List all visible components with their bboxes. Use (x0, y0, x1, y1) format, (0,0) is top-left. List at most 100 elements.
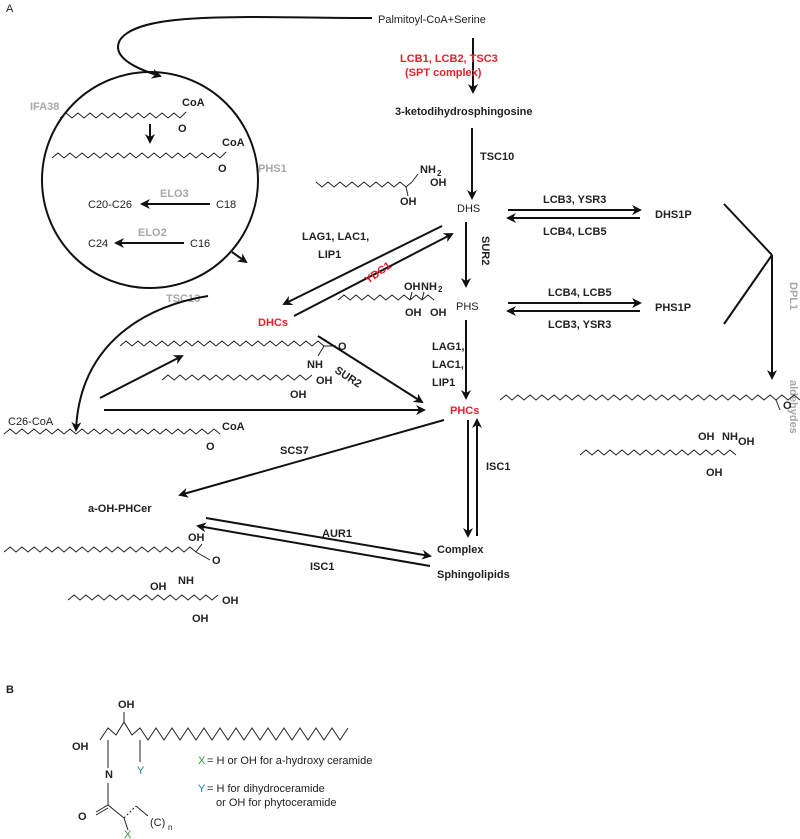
legend: X = H or OH for a-hydroxy ceramide Y = H… (198, 755, 372, 809)
spt-enzymes: LCB1, LCB2, TSC3 (400, 53, 498, 65)
svg-text:2: 2 (438, 285, 443, 294)
aoh-phcer-node: a-OH-PHCer (88, 503, 152, 515)
svg-text:NH: NH (420, 164, 436, 176)
lag1-label-b: LAG1, (432, 341, 464, 353)
tsc13-enzyme: TSC13 (166, 293, 200, 305)
phs1-enzyme: PHS1 (258, 163, 287, 175)
isc1-enzyme-vertical: ISC1 (486, 461, 510, 473)
sur2-enzyme-bottom: SUR2 (332, 364, 363, 390)
aur1-enzyme: AUR1 (322, 528, 352, 540)
lcb3-ysr3-bottom: LCB3, YSR3 (548, 319, 611, 331)
panel-b-label: B (6, 684, 14, 696)
aoh-phcer-structure: OH O NH OH OH OH (3, 532, 239, 625)
svg-text:OH: OH (192, 613, 209, 625)
lip1-label: LIP1 (318, 249, 341, 261)
svg-text:OH: OH (400, 196, 417, 208)
sur2-arrow-dhcs-phcs (317, 335, 424, 404)
svg-text:NH: NH (421, 281, 437, 293)
c20-c26-label: C20-C26 (88, 199, 132, 211)
svg-text:OH: OH (738, 436, 755, 448)
lac1-label-b: LAC1, (432, 359, 464, 371)
dpl1-enzyme: DPL1 (787, 282, 799, 310)
c16-label: C16 (190, 238, 210, 250)
legend-y-key: Y (198, 783, 206, 795)
svg-text:OH: OH (118, 699, 135, 711)
svg-text:OH: OH (290, 389, 307, 401)
panel-a-label: A (6, 3, 14, 15)
svg-text:O: O (178, 123, 187, 135)
lag1-arrow-dhs-dhcs (282, 225, 443, 305)
elo3-enzyme: ELO3 (160, 188, 189, 200)
c26-to-dhcs-arrow (99, 355, 184, 399)
elo2-enzyme: ELO2 (138, 227, 167, 239)
aldehydes-node: aldehydes (787, 380, 799, 434)
svg-text:OH: OH (72, 741, 89, 753)
dpl1-branch (723, 203, 777, 380)
legend-y-text2: or OH for phytoceramide (216, 797, 336, 809)
phs-node: PHS (456, 301, 479, 313)
svg-text:CoA: CoA (222, 137, 245, 149)
elongation-cycle (41, 16, 373, 289)
c24-label: C24 (88, 238, 108, 250)
svg-text:NH: NH (307, 359, 323, 371)
dhs1p-node: DHS1P (655, 209, 692, 221)
svg-text:n: n (168, 823, 172, 832)
svg-text:O: O (218, 163, 227, 175)
svg-text:(C): (C) (150, 817, 165, 829)
legend-x-text: = H or OH for a-hydroxy ceramide (207, 755, 372, 767)
dhs-node: DHS (457, 203, 480, 215)
svg-text:O: O (78, 811, 87, 823)
ydc1-arrow-dhcs-dhs (293, 233, 454, 317)
svg-text:OH: OH (698, 431, 715, 443)
phcs-node: PHCs (450, 405, 479, 417)
svg-text:OH: OH (706, 467, 723, 479)
tsc13-arrow (71, 295, 209, 432)
svg-text:O: O (783, 400, 792, 412)
svg-text:OH: OH (430, 307, 447, 319)
dhcs-structure: O NH OH OH (119, 340, 347, 401)
svg-text:Y: Y (137, 765, 145, 777)
svg-text:2: 2 (437, 169, 442, 178)
svg-text:OH: OH (150, 581, 167, 593)
phcs-structure: O OH NH OH OH (499, 394, 800, 479)
c18-label: C18 (216, 199, 236, 211)
svg-text:O: O (212, 555, 221, 567)
aur1-arrow (205, 517, 432, 560)
ifa38-enzyme: IFA38 (30, 101, 59, 113)
lcb4-lcb5-bottom: LCB4, LCB5 (548, 287, 612, 299)
legend-x-key: X (198, 755, 206, 767)
svg-text:OH: OH (404, 281, 421, 293)
svg-text:OH: OH (316, 375, 333, 387)
svg-text:NH: NH (178, 575, 194, 587)
sphingolipids-node: Sphingolipids (437, 569, 510, 581)
svg-text:OH: OH (405, 307, 422, 319)
tsc10-enzyme: TSC10 (480, 151, 514, 163)
ceramide-structure: OH OH Y N O X (C) n (72, 699, 349, 839)
c26-coa-structure: CoA O (3, 421, 245, 453)
dhcs-node: DHCs (258, 317, 288, 329)
phs-structure: OH NH 2 OH OH (337, 281, 447, 319)
isc1-enzyme-horizontal: ISC1 (310, 561, 334, 573)
complex-node: Complex (437, 544, 484, 556)
svg-text:CoA: CoA (182, 97, 205, 109)
isc1-arrow-horizontal (196, 522, 431, 567)
svg-text:O: O (338, 341, 347, 353)
lcb3-ysr3-top: LCB3, YSR3 (543, 194, 606, 206)
spt-complex-label: (SPT complex) (405, 67, 482, 79)
dhs-structure: NH 2 OH OH (315, 164, 447, 208)
svg-text:NH: NH (722, 431, 738, 443)
palmitoyl-coa-serine: Palmitoyl-CoA+Serine (378, 14, 486, 26)
scs7-arrow (178, 419, 445, 498)
svg-text:N: N (105, 769, 113, 781)
svg-text:O: O (206, 441, 215, 453)
svg-text:OH: OH (188, 532, 205, 544)
c26-coa-node: C26-CoA (8, 416, 54, 428)
sur2-enzyme-top: SUR2 (479, 236, 491, 265)
acyl-coa-structures: CoA O CoA O (51, 97, 245, 175)
svg-text:OH: OH (222, 595, 239, 607)
legend-y-text: = H for dihydroceramide (207, 783, 325, 795)
svg-text:OH: OH (430, 177, 447, 189)
svg-text:CoA: CoA (222, 421, 245, 433)
lip1-label-b: LIP1 (432, 377, 455, 389)
